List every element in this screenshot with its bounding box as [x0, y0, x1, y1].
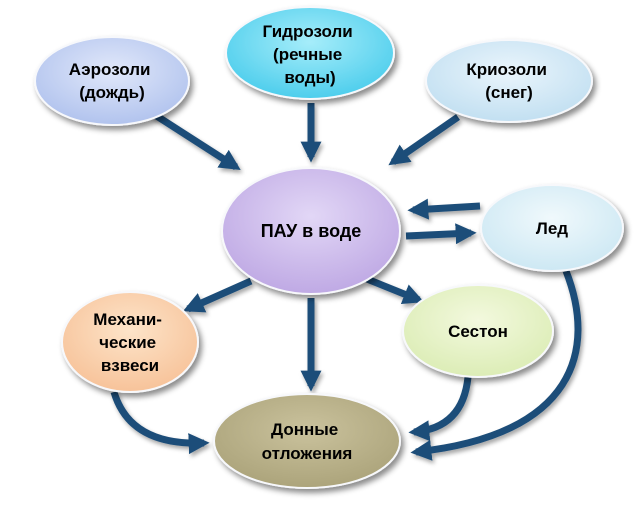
arrow-pah-to-seston: [365, 275, 425, 304]
arrow-cryosols-to-pah: [388, 114, 460, 166]
node-hydrosols-shape: [225, 6, 395, 100]
node-cryosols-label: Криозоли (снег): [466, 60, 551, 102]
arrow-pah-to-mechanical: [182, 277, 253, 313]
node-pah-in-water-label: ПАУ в воде: [261, 221, 362, 241]
arrow-mechanical-to-bottom: [110, 390, 210, 455]
node-hydrosols: Гидрозоли (речные воды): [225, 6, 395, 100]
node-seston: Сестон: [402, 284, 554, 378]
node-seston-shape: [402, 284, 554, 378]
arrow-aerosols-to-pah: [150, 110, 241, 171]
node-mechanical-suspensions-shape: [61, 291, 199, 393]
arrow-pah-to-ice: [405, 223, 477, 245]
node-pah-in-water-shape: [221, 167, 401, 295]
arrow-seston-to-bottom: [408, 376, 472, 442]
node-pah-in-water: ПАУ в воде: [221, 167, 401, 295]
arrow-ice-to-bottom: [410, 269, 582, 461]
node-hydrosols-label: Гидрозоли (речные воды): [263, 22, 358, 87]
node-cryosols: Криозоли (снег): [425, 39, 593, 123]
node-mechanical-suspensions: Механи- ческие взвеси: [61, 291, 199, 393]
node-aerosols-label: Аэрозоли (дождь): [69, 60, 155, 102]
node-aerosols: Аэрозоли (дождь): [34, 36, 190, 126]
arrow-layer: [110, 103, 582, 461]
node-ice: Лед: [480, 184, 624, 272]
node-bottom-sediments-label: Донные отложения: [262, 420, 353, 463]
node-mechanical-suspensions-label: Механи- ческие взвеси: [93, 310, 166, 375]
node-aerosols-shape: [34, 36, 190, 126]
node-bottom-sediments-shape: [213, 393, 401, 489]
node-bottom-sediments: Донные отложения: [213, 393, 401, 489]
node-ice-shape: [480, 184, 624, 272]
node-cryosols-shape: [425, 39, 593, 123]
arrow-ice-to-pah: [407, 198, 481, 220]
node-ice-label: Лед: [536, 219, 568, 238]
node-seston-label: Сестон: [448, 322, 508, 341]
